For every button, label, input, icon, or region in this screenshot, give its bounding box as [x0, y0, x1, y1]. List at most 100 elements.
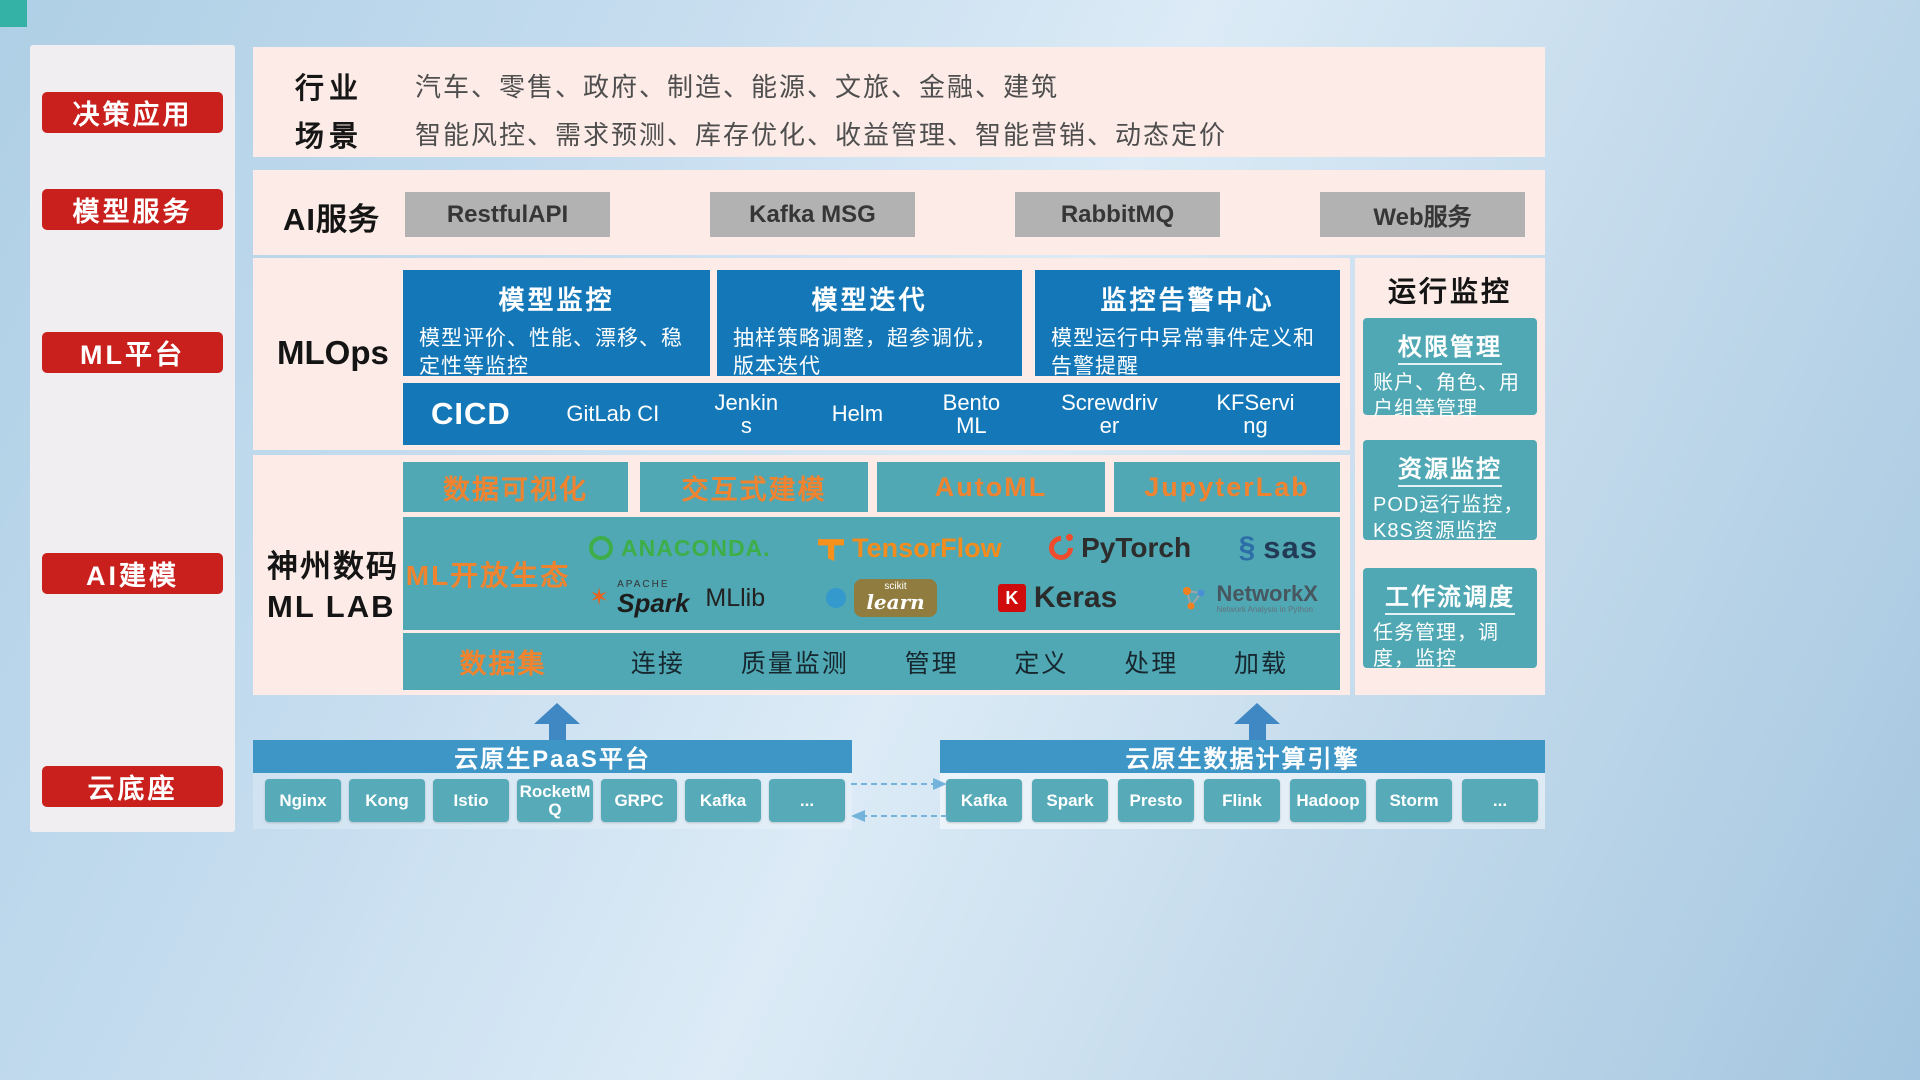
left-sidebar-panel [30, 45, 235, 832]
card-desc: 模型评价、性能、漂移、稳定性等监控 [419, 327, 683, 379]
sidebar-item-ai-modeling: AI建模 [42, 553, 223, 594]
chip-kafka: Kafka [685, 779, 761, 822]
mlops-card-alert-center: 监控告警中心 模型运行中异常事件定义和告警提醒 [1035, 270, 1340, 378]
card-title: 资源监控 [1363, 449, 1537, 487]
keras-logo: K Keras [997, 581, 1118, 615]
data-engine-bar: 云原生数据计算引擎 [940, 740, 1545, 773]
mllab-label-line2: ML LAB [267, 589, 396, 625]
service-button-restfulapi: RestfulAPI [405, 192, 610, 237]
networkx-icon [1182, 586, 1204, 610]
mlops-panel: MLOps 模型监控 模型评价、性能、漂移、稳定性等监控 模型迭代 抽样策略调整… [253, 258, 1350, 450]
tool-button-jupyterlab: JupyterLab [1114, 462, 1340, 512]
chip-hadoop: Hadoop [1290, 779, 1366, 822]
networkx-text-stack: NetworkX Network Analysis in Python [1216, 580, 1318, 615]
scikit-top-text: scikit [884, 581, 907, 592]
sas-logo: § sas [1239, 530, 1318, 566]
anaconda-icon [589, 536, 613, 560]
dataset-items: 连接 质量监测 管理 定义 处理 加载 [603, 644, 1340, 680]
monitor-card-resource: 资源监控 POD运行监控，K8S资源监控 [1363, 440, 1537, 542]
sidebar-item-cloud-base: 云底座 [42, 766, 223, 807]
card-desc: POD运行监控，K8S资源监控 [1373, 494, 1525, 542]
ecosystem-logo-row-2: ✶ APACHE Spark MLlib scikit learn [573, 579, 1334, 617]
industry-row-label: 行业 [295, 73, 364, 105]
dataset-item: 加载 [1234, 649, 1289, 678]
cicd-item: KFServing [1216, 389, 1295, 438]
mllab-label: 神州数码 ML LAB [267, 547, 399, 628]
mlops-card-model-iteration: 模型迭代 抽样策略调整，超参调优，版本迭代 [717, 270, 1022, 378]
cicd-item: Helm [831, 401, 884, 427]
tool-button-interactive: 交互式建模 [640, 462, 868, 512]
anaconda-text: ANACONDA. [621, 534, 771, 561]
service-button-rabbitmq: RabbitMQ [1015, 192, 1220, 237]
monitor-card-workflow: 工作流调度 任务管理，调度，监控 [1363, 568, 1537, 670]
card-title: 模型迭代 [811, 285, 928, 315]
cicd-label: CICD [431, 396, 511, 431]
up-arrow-icon [534, 703, 580, 740]
service-button-kafka-msg: Kafka MSG [710, 192, 915, 237]
dataset-item: 连接 [630, 649, 685, 678]
dataset-item: 定义 [1014, 649, 1069, 678]
ai-service-panel: AI服务 RestfulAPI Kafka MSG RabbitMQ Web服务 [253, 170, 1545, 255]
dataset-item: 质量监测 [740, 649, 849, 678]
chip-storm: Storm [1376, 779, 1452, 822]
scikit-circle-icon [826, 588, 847, 608]
card-desc: 任务管理，调度，监控 [1373, 622, 1499, 670]
ai-service-label: AI服务 [283, 202, 380, 237]
cicd-item: Jenkins [714, 389, 779, 438]
monitoring-title: 运行监控 [1387, 276, 1512, 307]
card-title: 权限管理 [1363, 327, 1537, 365]
cicd-item: BentoML [942, 389, 1001, 438]
tensorflow-text: TensorFlow [852, 532, 1002, 563]
mllab-label-line1: 神州数码 [267, 549, 399, 584]
tool-button-automl: AutoML [877, 462, 1105, 512]
dataset-item: 管理 [904, 649, 959, 678]
tool-button-data-viz: 数据可视化 [403, 462, 628, 512]
cicd-items: GitLab CI Jenkins Helm BentoML Screwdriv… [537, 391, 1340, 437]
bidirectional-dashed-arrows-icon [851, 778, 947, 822]
scikit-learn-text: learn [866, 590, 925, 614]
ecosystem-logos: ANACONDA. TensorFlow PyTorch § sas [573, 517, 1340, 630]
card-desc: 模型运行中异常事件定义和告警提醒 [1051, 327, 1315, 379]
ecosystem-logo-row-1: ANACONDA. TensorFlow PyTorch § sas [573, 530, 1334, 566]
card-title: 监控告警中心 [1100, 285, 1275, 315]
chip-rocketmq: RocketMQ [517, 779, 593, 822]
dataset-label: 数据集 [459, 649, 547, 679]
pytorch-text: PyTorch [1081, 532, 1192, 563]
card-title: 工作流调度 [1363, 577, 1537, 615]
chip-istio: Istio [433, 779, 509, 822]
tensorflow-icon [818, 539, 845, 561]
paas-platform-bar: 云原生PaaS平台 [253, 740, 852, 773]
engine-components: Kafka Spark Presto Flink Hadoop Storm ..… [946, 779, 1538, 822]
spark-mllib-logo: ✶ APACHE Spark MLlib [589, 580, 766, 617]
cicd-item: Screwdriver [1061, 389, 1158, 438]
pytorch-logo: PyTorch [1044, 531, 1192, 565]
scenario-row-label: 场景 [295, 121, 364, 153]
operation-monitoring-panel: 运行监控 权限管理 账户、角色、用户组等管理 资源监控 POD运行监控，K8S资… [1355, 258, 1545, 695]
dataset-item: 处理 [1124, 649, 1179, 678]
industry-scenario-panel: 行业 汽车、零售、政府、制造、能源、文旅、金融、建筑 场景 智能风控、需求预测、… [253, 47, 1545, 157]
scenario-row-text: 智能风控、需求预测、库存优化、收益管理、智能营销、动态定价 [415, 120, 1228, 150]
ml-ecosystem-box: ML开放生态 ANACONDA. TensorFlow PyTorch [403, 517, 1340, 630]
sidebar-item-model-services: 模型服务 [42, 189, 223, 230]
monitor-card-permission: 权限管理 账户、角色、用户组等管理 [1363, 318, 1537, 420]
mlops-label: MLOps [277, 334, 389, 371]
chip-kafka: Kafka [946, 779, 1022, 822]
scikit-learn-logo: scikit learn [826, 579, 937, 617]
keras-text: Keras [1033, 581, 1118, 614]
up-arrow-icon [1234, 703, 1280, 740]
card-title: 模型监控 [498, 285, 615, 315]
chip-spark: Spark [1032, 779, 1108, 822]
corner-decoration [0, 0, 27, 27]
mllab-panel: 神州数码 ML LAB 数据可视化 交互式建模 AutoML JupyterLa… [253, 455, 1350, 695]
scikit-badge: scikit learn [854, 579, 937, 617]
chip-presto: Presto [1118, 779, 1194, 822]
paas-components: Nginx Kong Istio RocketMQ GRPC Kafka ... [265, 779, 845, 822]
mllib-text: MLlib [705, 583, 766, 612]
networkx-logo: NetworkX Network Analysis in Python [1179, 580, 1318, 615]
sas-swirl-icon: § [1238, 531, 1256, 564]
card-desc: 抽样策略调整，超参调优，版本迭代 [733, 327, 997, 379]
cicd-bar: CICD GitLab CI Jenkins Helm BentoML Scre… [403, 383, 1340, 445]
networkx-text: NetworkX [1216, 580, 1318, 606]
chip-more: ... [1462, 779, 1538, 822]
card-desc: 账户、角色、用户组等管理 [1373, 372, 1520, 420]
